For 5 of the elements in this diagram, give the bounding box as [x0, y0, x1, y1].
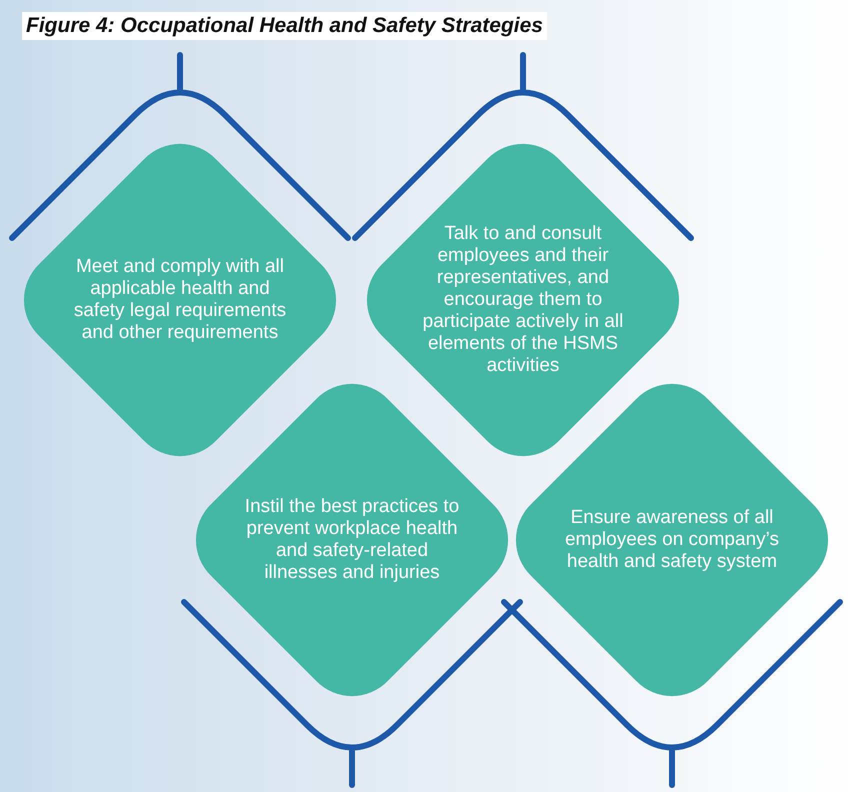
strategy-text: Talk to and consult employees and their representatives, and encourage them to participate actively in all elements of the HSMS activities [422, 223, 624, 377]
strategy-text: Meet and comply with all applicable health and safety legal requirements and other requirements [72, 256, 288, 344]
strategy-text: Ensure awareness of all employees on company’s health and safety system [564, 507, 780, 573]
strategy-text: Instil the best practices to prevent workplace health and safety-related illnesses and injuries [244, 496, 460, 584]
figure-title: Figure 4: Occupational Health and Safety Strategies [22, 12, 547, 40]
